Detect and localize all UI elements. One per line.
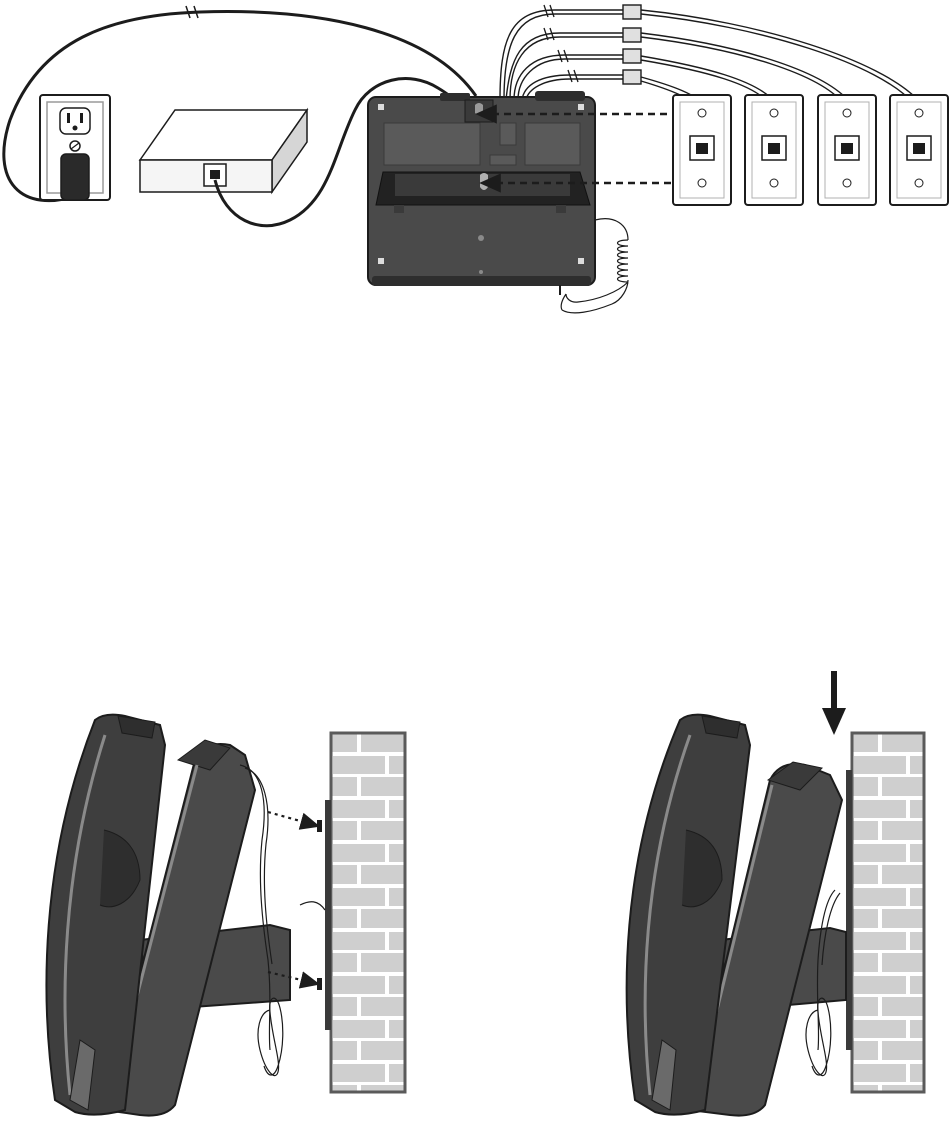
cord-break-marks [544, 5, 578, 82]
line-cord-plugs [623, 5, 641, 84]
router-icon [140, 110, 307, 192]
coiled-cord-icon-1 [240, 765, 325, 1076]
wall-jack-1-icon [673, 95, 731, 205]
mount-step-1-panel [46, 715, 405, 1116]
phone-base-back-icon [368, 91, 595, 286]
connection-panel [4, 5, 948, 313]
brick-wall-icon-2 [852, 733, 924, 1092]
line-cords [500, 10, 625, 100]
power-adapter-icon [61, 154, 89, 200]
brick-wall-icon [331, 733, 405, 1092]
wall-jack-2-icon [745, 95, 803, 205]
desk-phone-side-icon-1 [46, 715, 255, 1116]
down-arrow-icon [822, 671, 846, 735]
mount-arrow-1a [268, 812, 318, 826]
mount-step-2-panel [627, 671, 924, 1116]
wall-jack-4-icon [890, 95, 948, 205]
wall-jack-3-icon [818, 95, 876, 205]
